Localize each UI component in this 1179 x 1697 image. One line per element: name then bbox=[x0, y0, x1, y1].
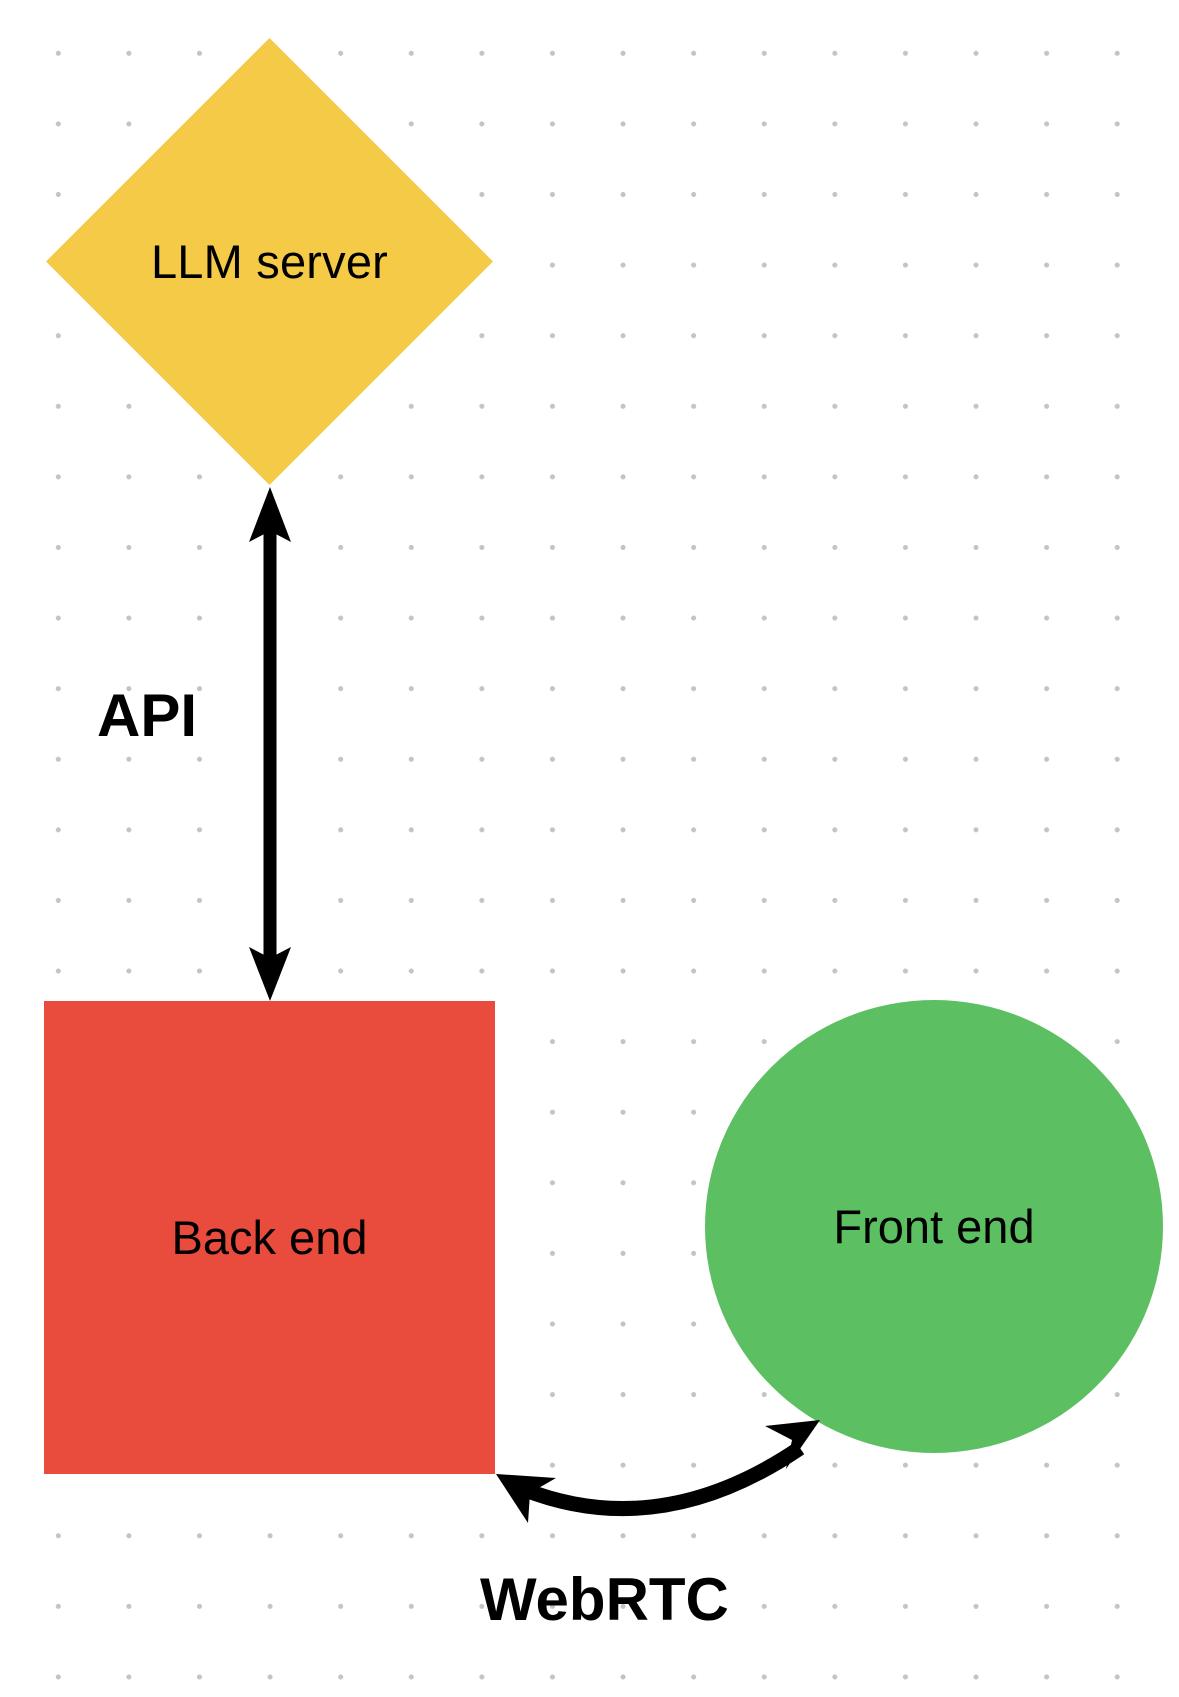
edge-api-label: API bbox=[97, 682, 198, 749]
node-llm-server-label: LLM server bbox=[150, 235, 389, 288]
node-back-end-label: Back end bbox=[171, 1211, 368, 1264]
edge-webrtc-label: WebRTC bbox=[480, 1566, 729, 1633]
node-llm-server[interactable]: LLM server bbox=[46, 38, 493, 485]
node-back-end[interactable]: Back end bbox=[44, 1001, 495, 1474]
node-front-end[interactable]: Front end bbox=[705, 1000, 1163, 1453]
node-front-end-label: Front end bbox=[833, 1200, 1035, 1253]
